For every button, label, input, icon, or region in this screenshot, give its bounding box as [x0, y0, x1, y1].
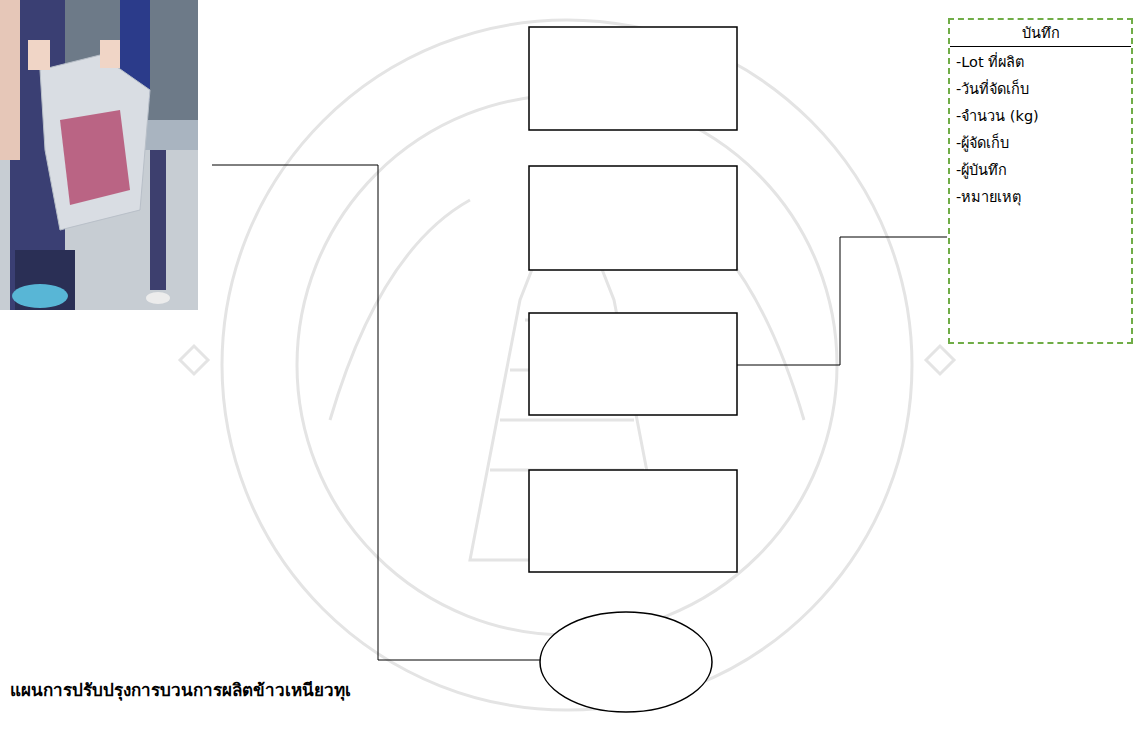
- record-item: -Lot ที่ผลิต: [950, 49, 1131, 76]
- record-box: บันทึก-Lot ที่ผลิต-วันที่จัดเก็บ-จำนวน (…: [948, 18, 1133, 344]
- record-item: -หมายเหตุ: [950, 184, 1131, 211]
- record-item: -วันที่จัดเก็บ: [950, 76, 1131, 103]
- photo: [0, 0, 198, 310]
- empty-box: [529, 313, 737, 415]
- empty-ellipse: [540, 612, 712, 712]
- empty-box: [529, 470, 737, 572]
- empty-box: [529, 27, 737, 130]
- record-item: -จำนวน (kg): [950, 103, 1131, 130]
- leader-line: [212, 165, 540, 660]
- leader-line: [737, 237, 947, 365]
- record-item: -ผู้จัดเก็บ: [950, 130, 1131, 157]
- plan-heading: แผนการปรับปรุงการบวนการผลิตข้าวเหนียวทุเ: [10, 678, 351, 702]
- record-title: บันทึก: [950, 20, 1131, 47]
- record-item: -ผู้บันทึก: [950, 157, 1131, 184]
- empty-box: [529, 166, 737, 270]
- watermark-seal: [180, 20, 954, 710]
